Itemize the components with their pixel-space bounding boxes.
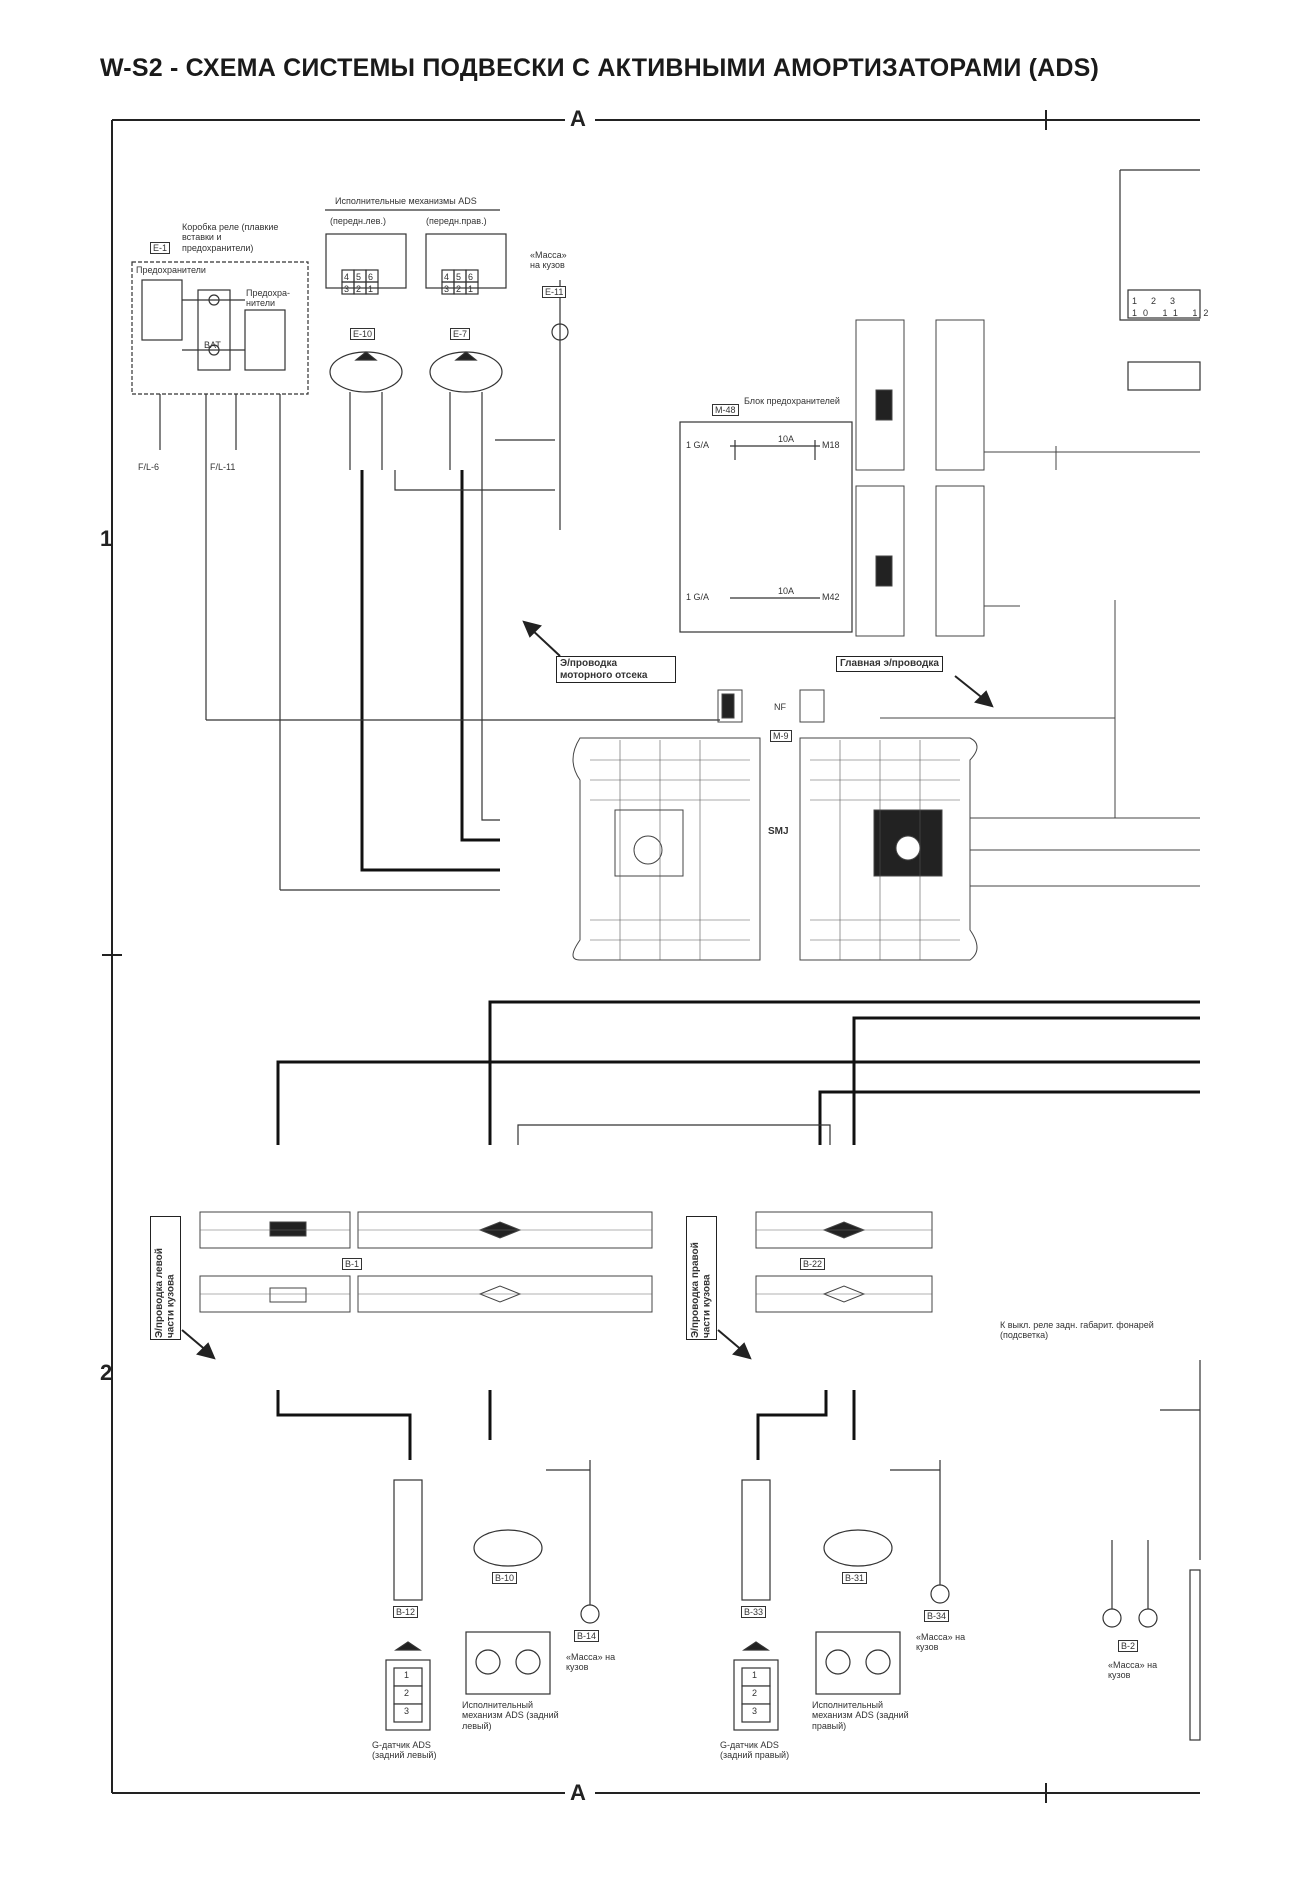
front-actuators-title: Исполнительные механизмы ADS <box>335 196 477 206</box>
rear-right-actuator-label: Исполнительный механизм ADS (задний прав… <box>812 1700 909 1731</box>
rear-left-actuator-label: Исполнительный механизм ADS (задний левы… <box>462 1700 559 1731</box>
smj-grid <box>590 740 960 960</box>
row2-harness <box>276 1000 1200 1460</box>
rear-right-ground-label: «Масса» на кузов <box>916 1632 966 1653</box>
fuse-row1-amp: 10A <box>778 434 795 444</box>
rear-left-sensor-label: G-датчик ADS (задний левый) <box>372 1740 437 1761</box>
rear-right-devices <box>733 1479 950 1731</box>
rl-sensor-pin-3: 3 <box>404 1706 410 1716</box>
fuse-row2-left: 1 G/A <box>686 592 710 602</box>
rear-left-ground-label: «Масса» на кузов <box>566 1652 616 1673</box>
terminal-strips <box>855 319 1200 637</box>
grid-row-1: 1 <box>100 526 113 551</box>
front-left-pin-1: 1 <box>368 284 374 294</box>
rear-right-ground-code: B-34 <box>924 1610 950 1623</box>
smj-connector <box>572 600 1200 961</box>
fuse-row2-right: M42 <box>822 592 840 602</box>
smj-code: M-9 <box>770 730 792 743</box>
harness-main-tag: Главная э/проводка <box>836 656 943 672</box>
front-left-pin-4: 4 <box>344 272 350 282</box>
fuse-block <box>679 421 853 633</box>
wire-front-left <box>360 470 500 872</box>
front-actuators <box>325 209 569 530</box>
ground-right-label: «Масса» на кузов <box>1108 1660 1158 1681</box>
rl-sensor-pin-1: 1 <box>404 1670 410 1680</box>
front-left-pins <box>341 269 379 295</box>
ground-top-code: E-11 <box>542 286 567 299</box>
fuse-row2-amp: 10A <box>778 586 795 596</box>
front-right-pin-2: 2 <box>456 284 462 294</box>
front-left-code: E-10 <box>350 328 376 341</box>
relay-box-code: E-1 <box>150 242 171 255</box>
front-right-pins <box>441 269 479 295</box>
rear-left-ground-code: B-14 <box>574 1630 600 1643</box>
top-right-connector <box>1119 169 1201 391</box>
fuse-row1-right: M18 <box>822 440 840 450</box>
wire-front-right <box>460 470 500 842</box>
relay-box-bat: BAT <box>204 340 221 350</box>
page-title: W-S2 - СХЕМА СИСТЕМЫ ПОДВЕСКИ С АКТИВНЫМ… <box>100 54 1100 82</box>
rear-left-actuator-code: B-10 <box>492 1572 518 1585</box>
wire-ref-fl11: F/L-11 <box>210 462 236 472</box>
relay-box-fuses-label: Предохранители <box>136 265 206 275</box>
fuse-block-title: Блок предохранителей <box>744 396 840 406</box>
front-left-pin-3: 3 <box>344 284 350 294</box>
row2-connector-grid <box>200 1229 932 1295</box>
rear-right-sensor-code: B-33 <box>741 1606 767 1619</box>
right-note: К выкл. реле задн. габарит. фонарей (под… <box>1000 1320 1154 1341</box>
front-right-pin-4: 4 <box>444 272 450 282</box>
harness-right-body-tag: Э/проводка правой части кузова <box>686 1216 717 1340</box>
conn-code-b22: B-22 <box>800 1258 826 1271</box>
harness-engine-tag: Э/проводка моторного отсека <box>556 656 676 683</box>
fuse-row1-left: 1 G/A <box>686 440 710 450</box>
grid-row-2: 2 <box>100 1360 113 1385</box>
grid-col-a-top: A <box>570 106 586 131</box>
relay-box-title: Коробка реле (плавкие вставки и предохра… <box>182 222 279 253</box>
front-left-pin-2: 2 <box>356 284 362 294</box>
relay-box-fuses-label2: Предохра-нители <box>246 288 290 309</box>
harness-left-body-tag: Э/проводка левой части кузова <box>150 1216 181 1340</box>
front-right-code: E-7 <box>450 328 471 341</box>
grid-col-a-bottom: A <box>570 1780 586 1805</box>
rear-right-sensor-label: G-датчик ADS (задний правый) <box>720 1740 790 1761</box>
rear-left-sensor-code: B-12 <box>393 1606 419 1619</box>
front-right-pin-6: 6 <box>468 272 474 282</box>
front-left-label: (передн.лев.) <box>330 216 386 226</box>
relay-box <box>131 261 309 890</box>
rl-sensor-pin-2: 2 <box>404 1688 410 1698</box>
rr-sensor-pin-1: 1 <box>752 1670 758 1680</box>
front-right-pin-5: 5 <box>456 272 462 282</box>
harness-arrows <box>181 620 994 1360</box>
ground-top-label: «Масса» на кузов <box>530 250 567 271</box>
front-left-pin-5: 5 <box>356 272 362 282</box>
tr-pins-row1: 123 <box>1132 296 1190 306</box>
front-left-pin-6: 6 <box>368 272 374 282</box>
front-right-pin-3: 3 <box>444 284 450 294</box>
smj-conn: NF <box>774 702 786 712</box>
rr-sensor-pin-3: 3 <box>752 1706 758 1716</box>
front-right-label: (передн.прав.) <box>426 216 487 226</box>
front-right-pin-1: 1 <box>468 284 474 294</box>
rear-left-devices <box>385 1479 600 1731</box>
tr-pins-row2: 10 11 12 <box>1132 308 1215 318</box>
fuse-block-code: M-48 <box>712 404 739 417</box>
conn-code-b1: B-1 <box>342 1258 363 1271</box>
smj-label: SMJ <box>768 826 789 837</box>
right-grounds <box>1102 1569 1201 1741</box>
ground-right-code: B-2 <box>1118 1640 1139 1653</box>
rear-right-actuator-code: B-31 <box>842 1572 868 1585</box>
rr-sensor-pin-2: 2 <box>752 1688 758 1698</box>
wire-ref-fl6: F/L-6 <box>138 462 160 472</box>
